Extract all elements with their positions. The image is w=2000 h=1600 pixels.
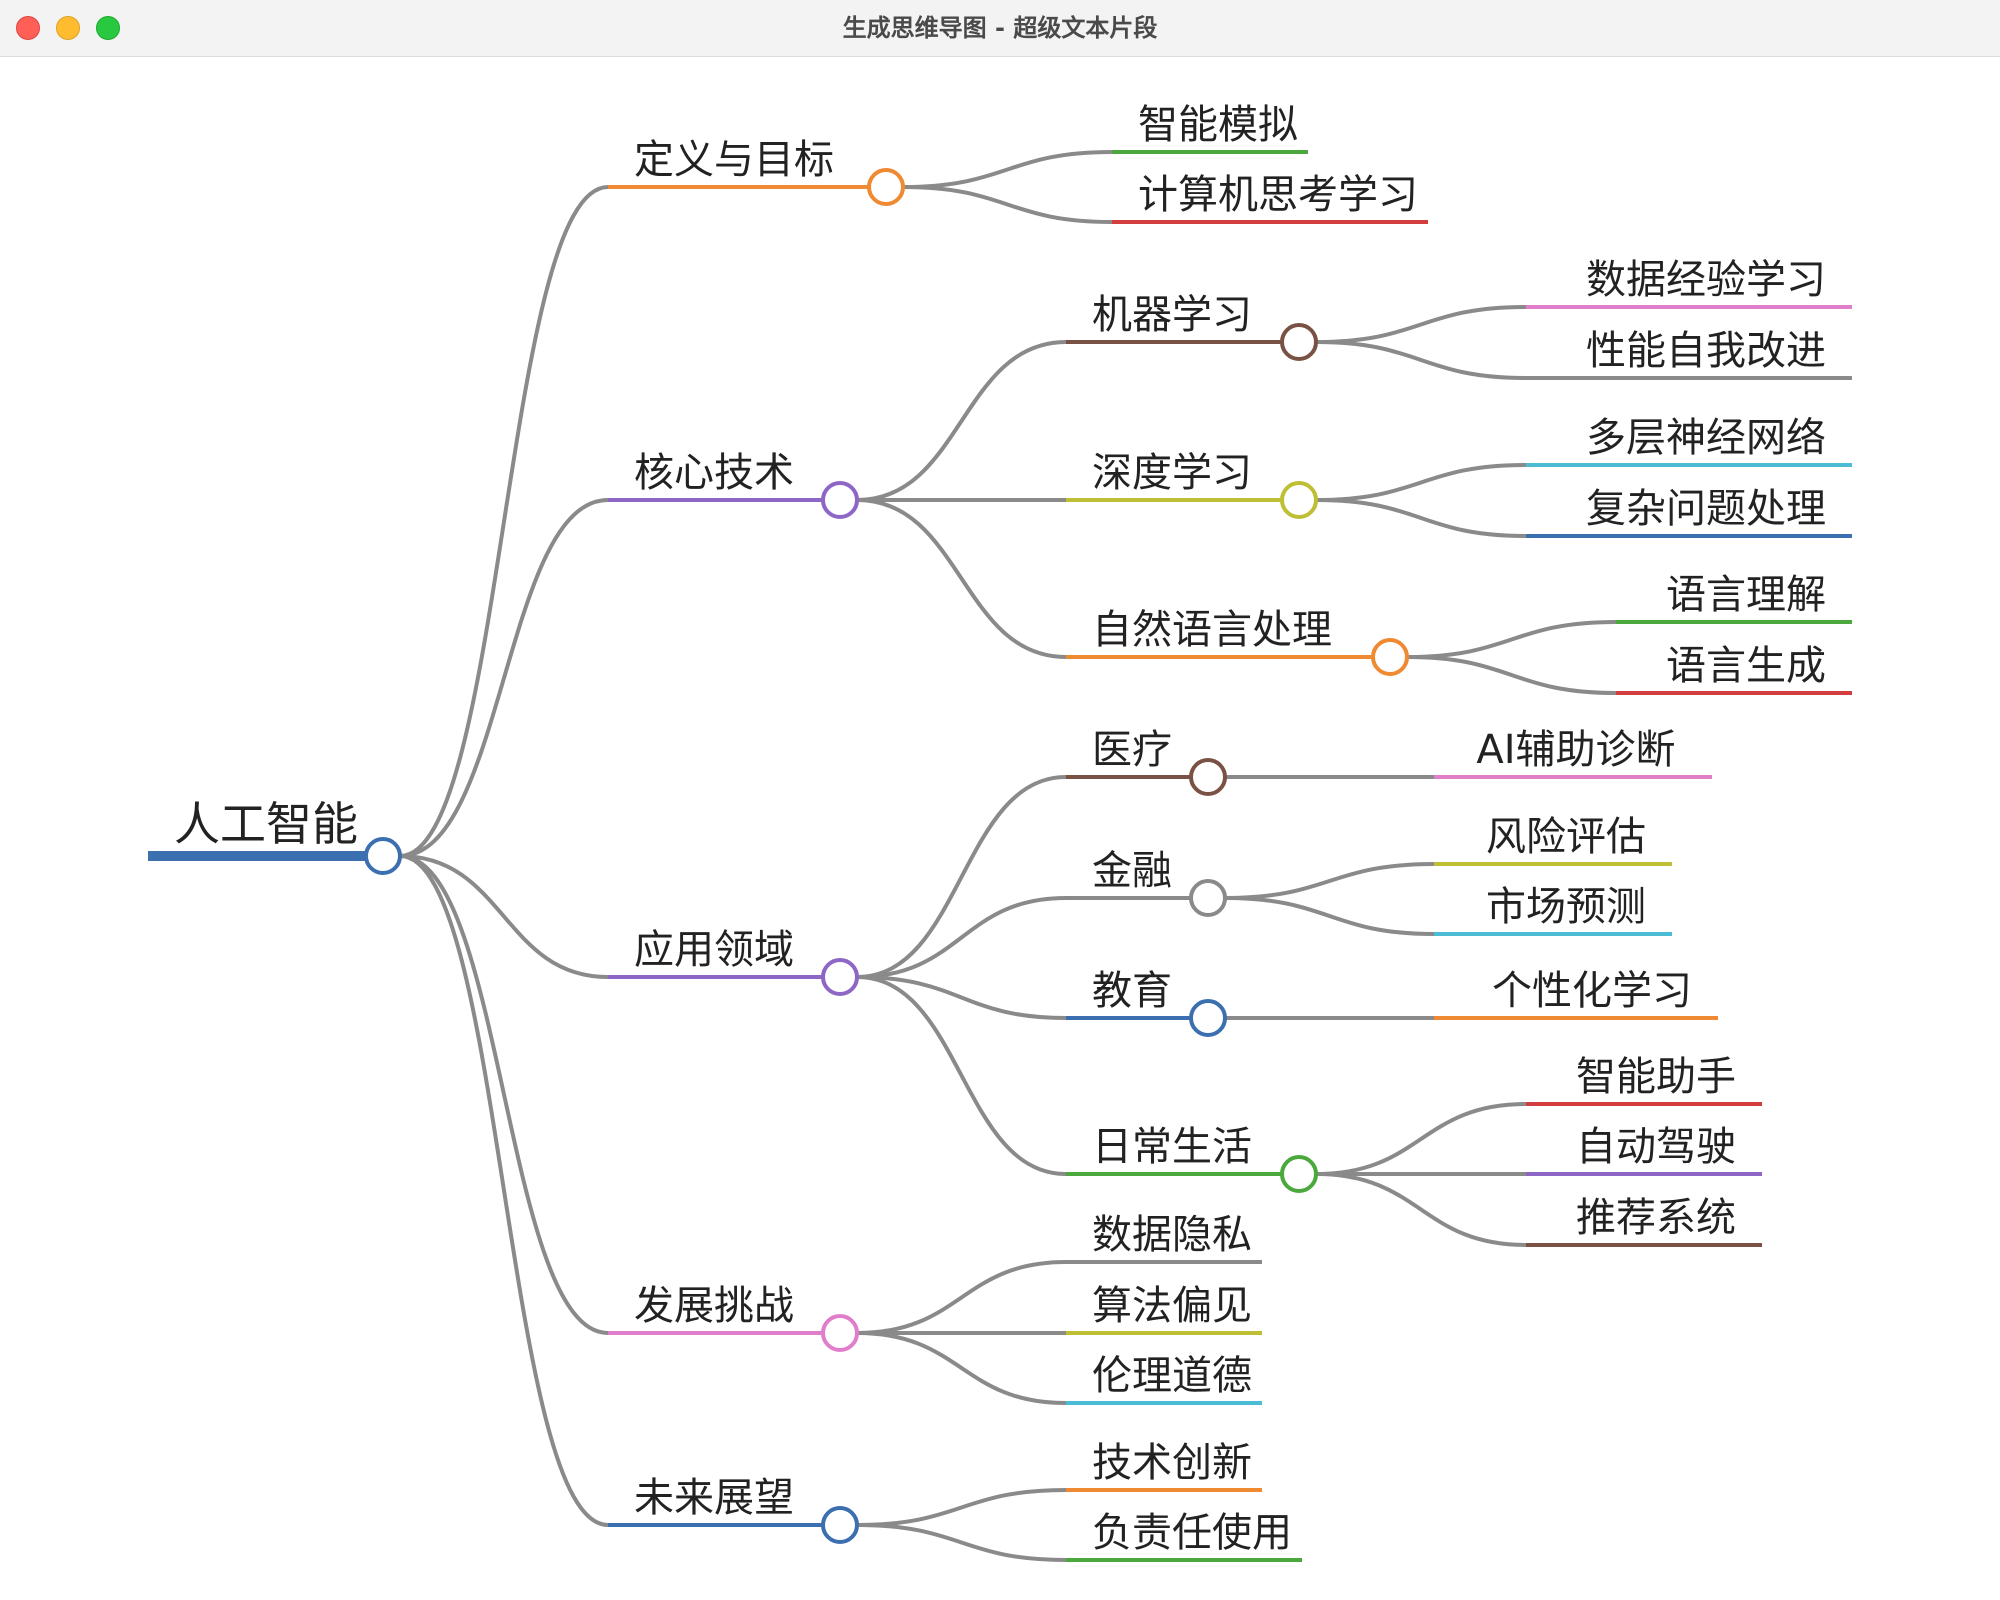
topic-node-toggle[interactable] — [1189, 758, 1227, 796]
link-branch-to-topic — [902, 150, 1113, 189]
topic-node-toggle[interactable] — [1280, 1155, 1318, 1193]
link-topic-to-leaf — [1315, 340, 1527, 380]
topic-node-toggle[interactable] — [1280, 323, 1318, 361]
topic-node-label: 负责任使用 — [1092, 1510, 1292, 1556]
branch-node-label: 应用领域 — [634, 927, 794, 973]
link-root-to-branch — [399, 854, 609, 1335]
link-branch-to-topic — [856, 340, 1067, 502]
topic-node-label: 机器学习 — [1092, 292, 1252, 338]
topic-node-label: 技术创新 — [1092, 1440, 1252, 1486]
topic-node-label: 自然语言处理 — [1092, 607, 1332, 653]
link-branch-to-topic — [856, 775, 1067, 979]
topic-node-label: 深度学习 — [1092, 450, 1252, 496]
link-root-to-branch — [399, 854, 609, 1527]
topic-node-label: 伦理道德 — [1092, 1353, 1252, 1399]
root-node-toggle[interactable] — [364, 837, 402, 875]
leaf-node-label: 自动驾驶 — [1576, 1124, 1736, 1170]
link-root-to-branch — [399, 185, 609, 858]
link-topic-to-leaf — [1315, 1102, 1527, 1176]
leaf-node-label: AI辅助诊断 — [1476, 727, 1675, 773]
leaf-node-label: 市场预测 — [1486, 884, 1646, 930]
link-topic-to-leaf — [1224, 896, 1435, 936]
branch-node-label: 发展挑战 — [634, 1283, 794, 1329]
zoom-window-button[interactable] — [96, 16, 120, 40]
topic-node-label: 智能模拟 — [1138, 102, 1298, 148]
branch-node-toggle[interactable] — [821, 958, 859, 996]
window-title: 生成思维导图 - 超级文本片段 — [842, 14, 1158, 42]
link-topic-to-leaf — [1224, 862, 1435, 900]
link-branch-to-topic — [856, 1488, 1067, 1527]
topic-node-label: 日常生活 — [1092, 1124, 1252, 1170]
leaf-node-label: 数据经验学习 — [1586, 257, 1826, 303]
branch-node-toggle[interactable] — [867, 168, 905, 206]
link-branch-to-topic — [856, 975, 1067, 1176]
leaf-node-label: 个性化学习 — [1492, 968, 1692, 1014]
leaf-node-label: 推荐系统 — [1576, 1195, 1736, 1241]
link-topic-to-leaf — [1315, 305, 1527, 344]
topic-node-label: 算法偏见 — [1092, 1283, 1252, 1329]
leaf-node-label: 智能助手 — [1576, 1054, 1736, 1100]
branch-node-label: 核心技术 — [634, 450, 794, 496]
link-topic-to-leaf — [1406, 620, 1617, 659]
link-branch-to-topic — [856, 1331, 1067, 1405]
leaf-node-label: 复杂问题处理 — [1586, 486, 1826, 532]
topic-node-label: 数据隐私 — [1092, 1212, 1252, 1258]
link-branch-to-topic — [856, 896, 1067, 979]
title-bar: 生成思维导图 - 超级文本片段 — [0, 0, 2000, 57]
branch-node-toggle[interactable] — [821, 1506, 859, 1544]
leaf-node-label: 性能自我改进 — [1586, 328, 1826, 374]
topic-node-label: 教育 — [1092, 968, 1172, 1014]
link-topic-to-leaf — [1315, 498, 1527, 538]
link-branch-to-topic — [902, 185, 1113, 224]
topic-node-toggle[interactable] — [1189, 879, 1227, 917]
topic-node-label: 金融 — [1092, 848, 1172, 894]
topic-node-label: 医疗 — [1092, 727, 1172, 773]
link-branch-to-topic — [856, 498, 1067, 659]
link-topic-to-leaf — [1315, 463, 1527, 502]
topic-node-toggle[interactable] — [1371, 638, 1409, 676]
branch-node-toggle[interactable] — [821, 481, 859, 519]
leaf-node-label: 语言生成 — [1666, 643, 1826, 689]
link-topic-to-leaf — [1406, 655, 1617, 695]
leaf-node-label: 多层神经网络 — [1586, 415, 1826, 461]
topic-node-toggle[interactable] — [1280, 481, 1318, 519]
branch-node-label: 定义与目标 — [634, 137, 834, 183]
link-branch-to-topic — [856, 1260, 1067, 1335]
link-branch-to-topic — [856, 1523, 1067, 1562]
minimize-window-button[interactable] — [56, 16, 80, 40]
leaf-node-label: 风险评估 — [1486, 814, 1646, 860]
root-node-label: 人工智能 — [174, 797, 358, 851]
link-topic-to-leaf — [1315, 1172, 1527, 1247]
link-root-to-branch — [399, 854, 609, 979]
topic-node-label: 计算机思考学习 — [1138, 172, 1418, 218]
mindmap-canvas: 人工智能 定义与目标 智能模拟计算机思考学习核心技术 机器学习 数据经验学习性能自我改进… — [0, 57, 2000, 1600]
link-root-to-branch — [399, 498, 609, 858]
link-branch-to-topic — [856, 975, 1067, 1020]
close-window-button[interactable] — [16, 16, 40, 40]
topic-node-toggle[interactable] — [1189, 999, 1227, 1037]
branch-node-toggle[interactable] — [821, 1314, 859, 1352]
branch-node-label: 未来展望 — [634, 1475, 794, 1521]
leaf-node-label: 语言理解 — [1666, 572, 1826, 618]
